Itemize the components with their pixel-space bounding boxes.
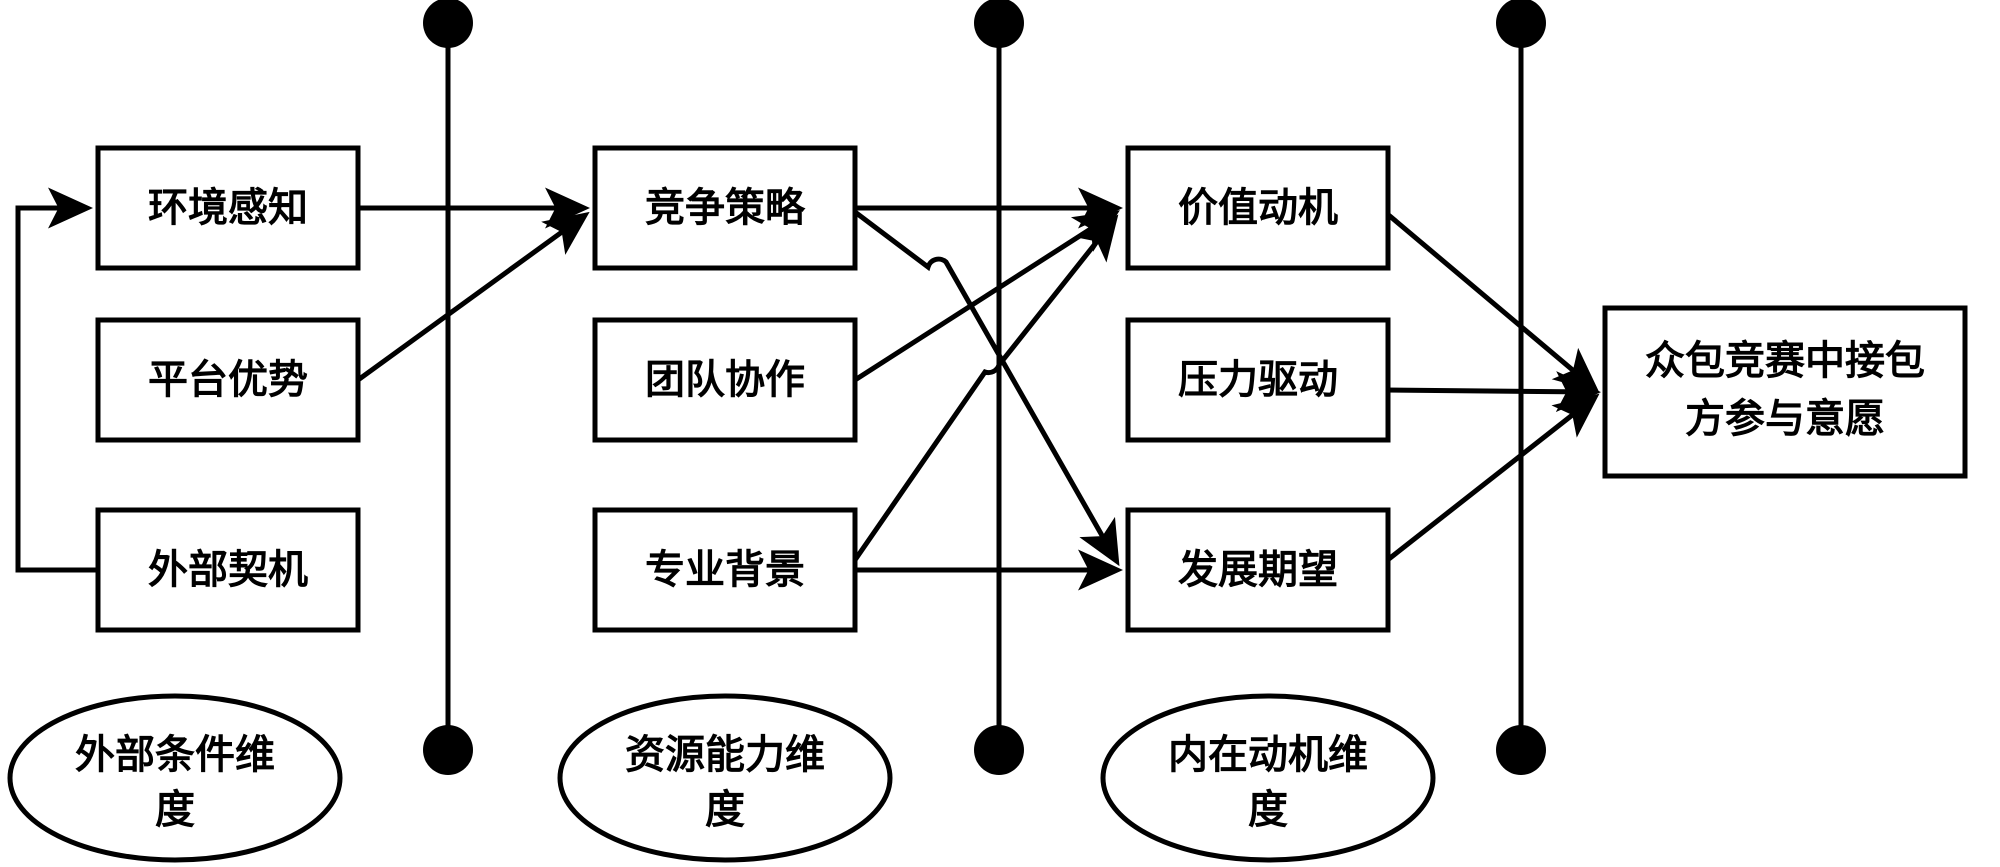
edge-external-opportunity-to-env-perception [15,187,98,573]
dimension-resource-capability[interactable]: 资源能力维 度 [557,693,893,863]
node-label: 团队协作 [645,357,805,403]
dimension-intrinsic-motivation[interactable]: 内在动机维 度 [1100,693,1436,863]
node-box[interactable] [1125,507,1391,633]
node-label: 竞争策略 [645,185,806,231]
dimension-external-conditions[interactable]: 外部条件维 度 [7,693,343,863]
edge-team-collaboration-to-value-motive [853,210,1120,383]
node-label-line2: 方参与意愿 [1685,396,1885,442]
node-label: 环境感知 [148,185,308,231]
dimension-ellipse[interactable] [557,693,893,863]
node-platform-advantage[interactable]: 平台优势 [95,317,361,443]
divider-top-dot-3 [1496,0,1546,48]
edge-professional-background-to-value-motive [852,214,1119,562]
node-team-collaboration[interactable]: 团队协作 [592,317,858,443]
divider-top-dot-2 [974,0,1024,48]
node-box[interactable] [95,507,361,633]
dimension-label-line2: 度 [155,787,195,833]
edge-development-expectation-to-outcome [1383,393,1600,564]
node-box[interactable] [1602,305,1968,479]
node-box[interactable] [1125,317,1391,443]
node-development-expectation[interactable]: 发展期望 [1125,507,1391,633]
node-pressure-drive[interactable]: 压力驱动 [1125,317,1391,443]
node-label: 价值动机 [1178,185,1338,231]
node-box[interactable] [95,145,361,271]
node-value-motive[interactable]: 价值动机 [1125,145,1391,271]
node-env-perception[interactable]: 环境感知 [95,145,361,271]
dimension-ellipse[interactable] [7,693,343,863]
node-label: 专业背景 [645,547,805,593]
node-box[interactable] [95,317,361,443]
node-box[interactable] [592,317,858,443]
dimension-label-line1: 内在动机维 [1168,732,1368,778]
node-competition-strategy[interactable]: 竞争策略 [592,145,858,271]
divider-top-dot-1 [423,0,473,48]
node-label: 平台优势 [148,357,308,403]
divider-1 [423,0,473,775]
divider-bottom-dot-1 [423,725,473,775]
divider-3 [1496,0,1546,775]
divider-bottom-dot-2 [974,725,1024,775]
divider-2 [974,0,1024,775]
node-box[interactable] [592,145,858,271]
dimension-label-line1: 资源能力维 [625,732,825,778]
node-label: 外部契机 [148,547,308,593]
edge-value-motive-to-outcome [1383,210,1600,393]
node-label: 压力驱动 [1178,357,1338,403]
dimension-label-line2: 度 [705,787,745,833]
dimension-ellipse[interactable] [1100,693,1436,863]
node-label-line1: 众包竞赛中接包 [1645,338,1925,384]
dimension-label-line1: 外部条件维 [75,732,275,778]
node-box[interactable] [1125,145,1391,271]
node-external-opportunity[interactable]: 外部契机 [95,507,361,633]
node-professional-background[interactable]: 专业背景 [592,507,858,633]
edge-pressure-drive-to-outcome [1384,371,1601,413]
node-label: 发展期望 [1178,547,1338,593]
edge-platform-advantage-to-competition-strategy [356,211,590,383]
edge-competition-strategy-to-development-expectation [853,210,1120,567]
dimension-label-line2: 度 [1248,787,1288,833]
divider-bottom-dot-3 [1496,725,1546,775]
node-box[interactable] [592,507,858,633]
node-participation-willingness[interactable]: 众包竞赛中接包 方参与意愿 [1602,305,1968,479]
